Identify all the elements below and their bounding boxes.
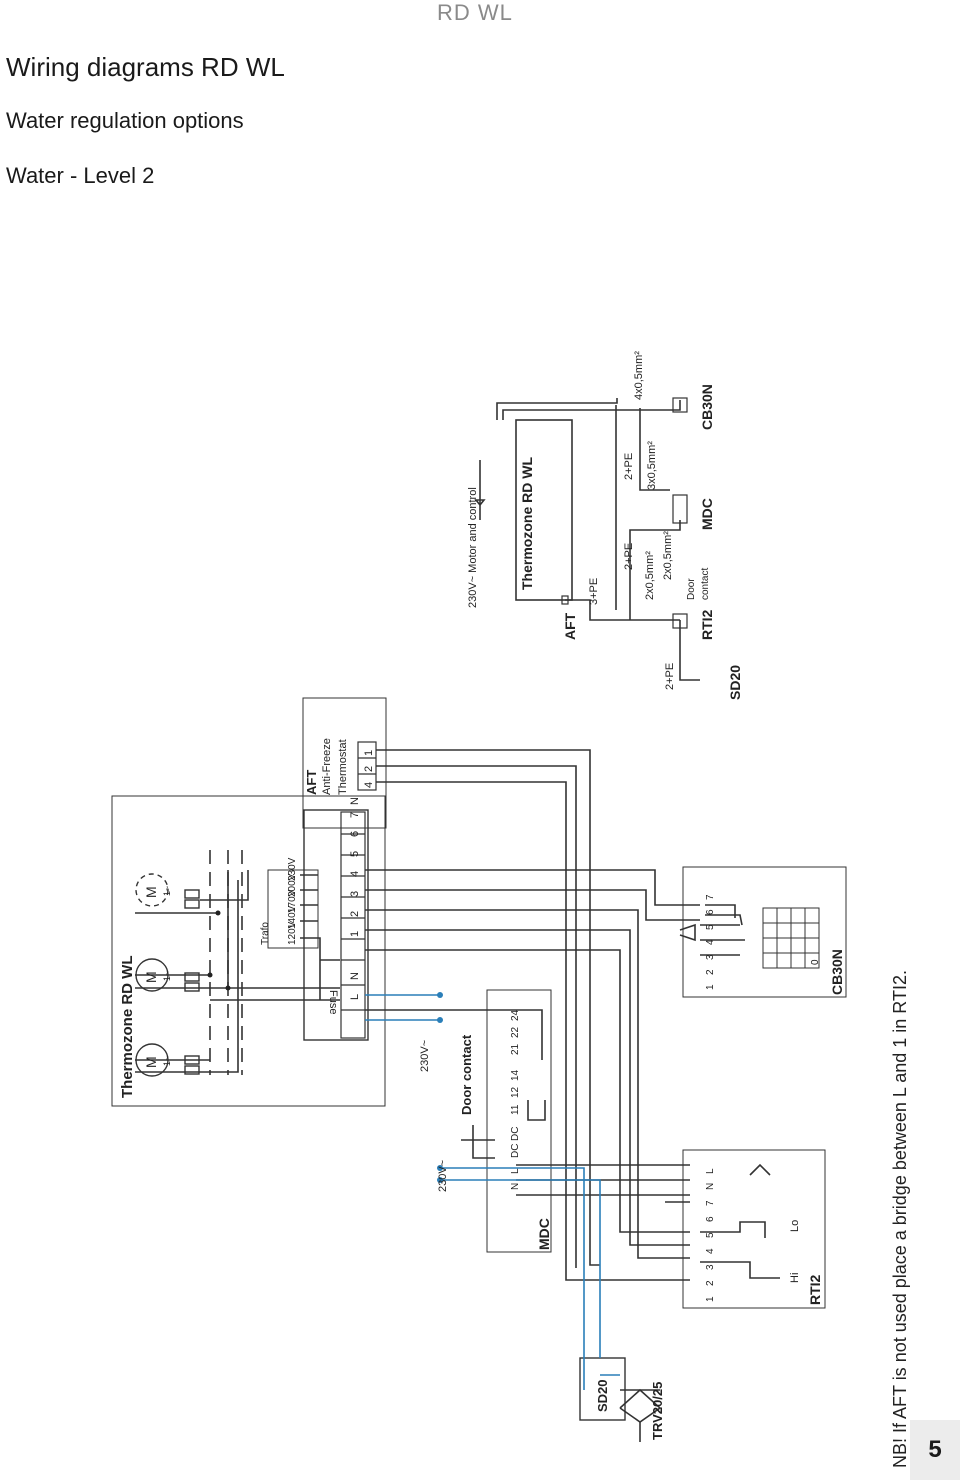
voltage-tap: 200V (287, 873, 298, 897)
mdc-terminal: 22 (510, 1026, 521, 1038)
mdc-terminal: 14 (510, 1069, 521, 1081)
sd20-box (579, 1357, 626, 1421)
mdc-terminal: DC (510, 1144, 521, 1158)
terminal-strip-box (303, 809, 369, 1041)
overview-motor-control: 230V~ Motor and control (467, 487, 479, 608)
overview-unit-box (515, 419, 573, 601)
cb30n-box (682, 866, 847, 998)
overview-cable-spec: 2+PE (623, 543, 635, 570)
unit-box (111, 795, 386, 1107)
voltage-tap: 230V (287, 857, 298, 881)
motor-sub: 1~ (162, 971, 172, 981)
fuse-label: Fuse (327, 990, 339, 1014)
cb30n-terminal: 5 (705, 924, 716, 930)
note-text: NB! If AFT is not used place a bridge be… (890, 970, 910, 1468)
rti2-terminal: 2 (705, 1280, 716, 1286)
unit-terminal: 7 (349, 812, 361, 818)
unit-terminal: L (349, 994, 361, 1000)
overview-sd20: SD20 (727, 665, 743, 700)
header-label: RD WL (437, 0, 513, 25)
aft-line1: Anti-Freeze (321, 738, 333, 795)
unit-terminal: 4 (349, 871, 361, 877)
unit-terminal: 5 (349, 851, 361, 857)
motor-sub: 1~ (162, 1056, 172, 1066)
supply-230v-2: 230V~ (437, 1160, 449, 1192)
mdc-terminal: 21 (510, 1043, 521, 1055)
overview-contact: contact (700, 568, 711, 600)
rti2-lo: Lo (789, 1220, 801, 1232)
rti2-terminal: 6 (705, 1216, 716, 1222)
mdc-terminal: DC (510, 1127, 521, 1141)
trafo-label: Trafo (260, 922, 271, 945)
trv-title: TRV20/25 (650, 1382, 665, 1440)
page-subtitle: Water regulation options (6, 108, 244, 133)
unit-terminal: N (349, 972, 361, 980)
rti2-terminal: N (705, 1183, 716, 1190)
motor-label: M (143, 971, 159, 983)
aft-terminal: 1 (363, 750, 375, 756)
aft-terminal: 2 (363, 766, 375, 772)
page-number: 5 (910, 1420, 960, 1480)
mdc-terminal: 12 (510, 1086, 521, 1098)
door-contact-title: Door contact (459, 1034, 474, 1115)
sd20-title: SD20 (595, 1379, 610, 1412)
aft-title: AFT (304, 770, 319, 795)
motor-label: M (143, 886, 159, 898)
supply-230v-1: 230V~ (419, 1040, 431, 1072)
cb30n-terminal: 6 (705, 909, 716, 915)
cb30n-terminal: 1 (705, 984, 716, 990)
overview-cable-spec: 2+PE (623, 453, 635, 480)
overview-aft: AFT (562, 612, 578, 640)
rti2-terminal: 5 (705, 1232, 716, 1238)
mdc-terminal: N (510, 1183, 521, 1190)
cb30n-zero: 0 (810, 959, 821, 965)
overview-cable-spec: 3+PE (588, 578, 600, 605)
rti2-terminal: 4 (705, 1248, 716, 1254)
rti2-terminal: 3 (705, 1264, 716, 1270)
aft-line2: Thermostat (337, 739, 349, 795)
cb30n-title: CB30N (829, 949, 845, 995)
overview-cb30n: CB30N (699, 384, 715, 430)
overview-unit-title: Thermozone RD WL (519, 457, 535, 590)
rti2-hi: Hi (789, 1273, 801, 1283)
aft-box (302, 697, 387, 829)
cb30n-terminal: 3 (705, 954, 716, 960)
overview-mdc: MDC (699, 498, 715, 530)
mdc-box (486, 989, 552, 1253)
voltage-tap: 140V (287, 905, 298, 929)
unit-terminal: N (349, 797, 361, 805)
overview-cable-spec: 2x0,5mm² (662, 531, 674, 580)
overview-cable-spec: 2+PE (664, 663, 676, 690)
unit-terminal: 2 (349, 911, 361, 917)
unit-terminal: 3 (349, 891, 361, 897)
overview-cable-spec: 3x0,5mm² (646, 441, 658, 490)
rti2-terminal: 7 (705, 1200, 716, 1206)
motor-sub: 1~ (162, 886, 172, 896)
page-level: Water - Level 2 (6, 163, 155, 188)
unit-title: Thermozone RD WL (119, 956, 136, 1099)
rti2-title: RTI2 (807, 1274, 823, 1305)
unit-terminal: 1 (349, 931, 361, 937)
cb30n-terminal: 2 (705, 969, 716, 975)
overview-cable-spec: 2x0,5mm² (644, 551, 656, 600)
cb30n-terminal: 7 (705, 894, 716, 900)
rti2-box (682, 1149, 826, 1309)
overview-cable-spec: 4x0,5mm² (633, 351, 645, 400)
voltage-tap: 120V (287, 921, 298, 945)
voltage-tap: 170V (287, 889, 298, 913)
overview-rti2: RTI2 (699, 609, 715, 640)
mdc-terminal: 24 (510, 1009, 521, 1021)
cb30n-terminal: 4 (705, 939, 716, 945)
rti2-terminal: 1 (705, 1296, 716, 1302)
rti2-terminal: L (705, 1168, 716, 1174)
overview-door: Door (686, 578, 697, 600)
mdc-terminal: 11 (510, 1104, 521, 1115)
mdc-terminal: L (510, 1168, 521, 1174)
unit-terminal: 6 (349, 831, 361, 837)
aft-terminal: 4 (363, 782, 375, 788)
page-title: Wiring diagrams RD WL (6, 52, 285, 82)
mdc-title: MDC (536, 1218, 552, 1250)
motor-label: M (143, 1056, 159, 1068)
